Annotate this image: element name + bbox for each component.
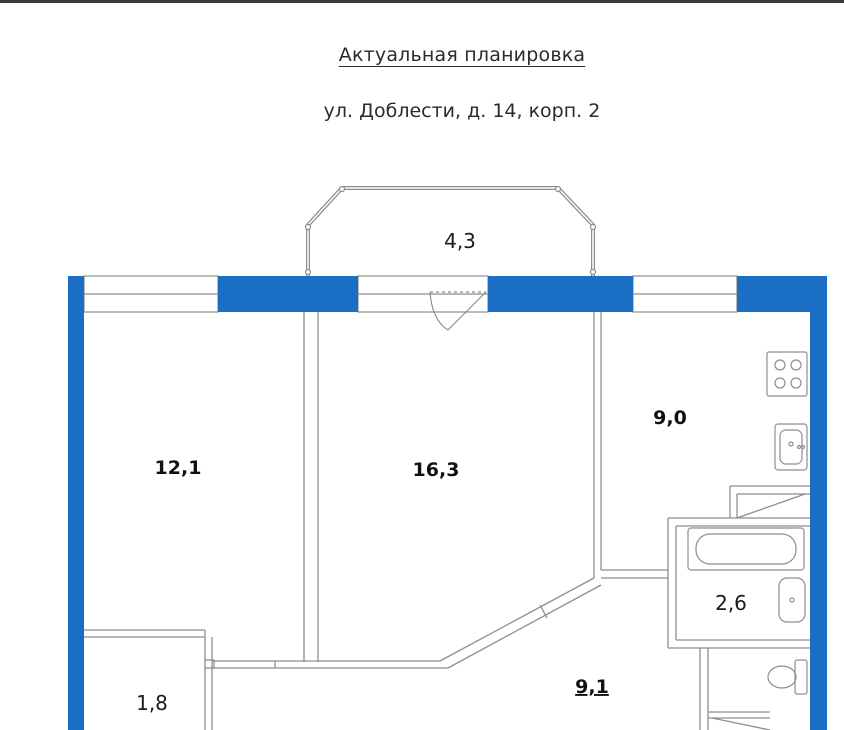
plan-address: ул. Доблести, д. 14, корп. 2 — [323, 100, 601, 122]
washbasin-icon — [778, 577, 806, 623]
interior-walls — [84, 312, 810, 730]
hall-area: 9,1 — [575, 676, 609, 698]
bathtub-icon — [687, 527, 805, 571]
window-panes — [83, 275, 738, 313]
toilet-icon — [767, 659, 808, 695]
outer-walls — [68, 276, 827, 730]
room-center-area: 16,3 — [413, 459, 460, 481]
balcony-outline — [306, 186, 595, 276]
door-icon — [429, 291, 487, 331]
plan-title: Актуальная планировка — [338, 44, 586, 66]
stove-icon — [766, 351, 808, 397]
balcony-area: 4,3 — [444, 229, 476, 253]
closet-area: 1,8 — [136, 691, 168, 715]
balcony-joints — [304, 185, 597, 276]
kitchen-area: 9,0 — [653, 407, 687, 429]
room-left-area: 12,1 — [155, 457, 202, 479]
bathroom-area: 2,6 — [715, 591, 747, 615]
top-border-line — [0, 0, 844, 3]
sink-icon — [774, 423, 808, 471]
